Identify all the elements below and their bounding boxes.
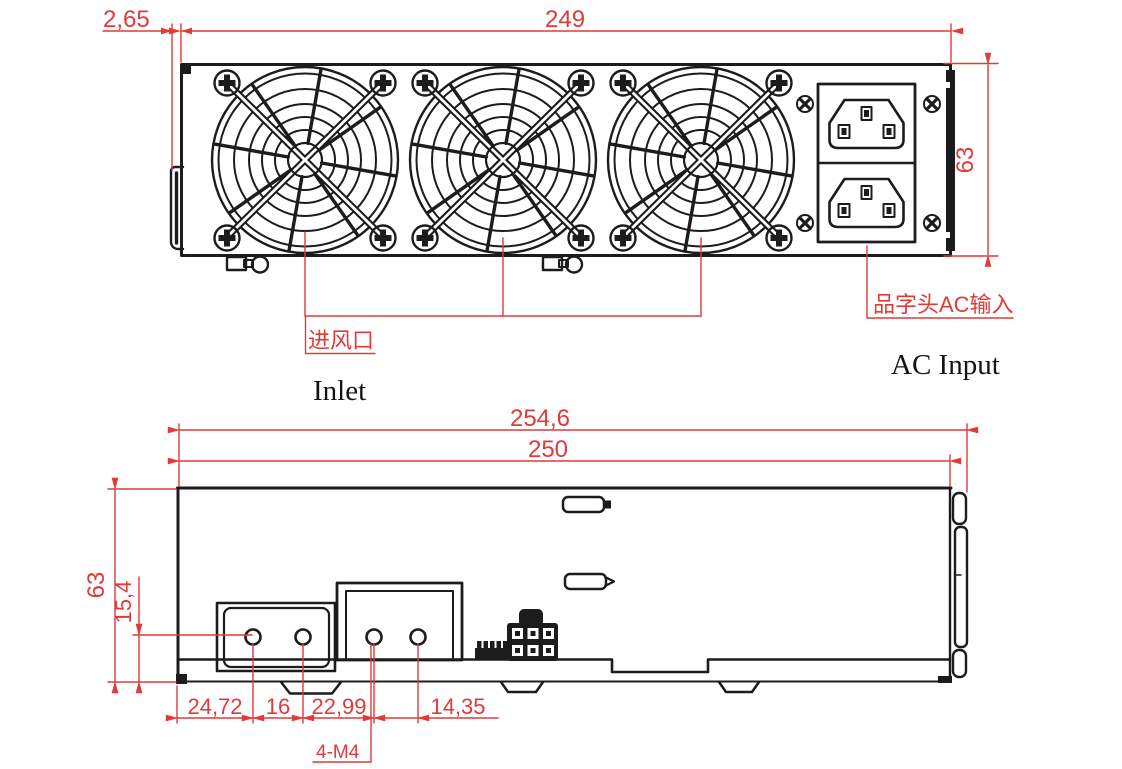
mounting-hook <box>543 257 582 273</box>
dim-text-body-width: 250 <box>528 436 568 463</box>
ac-inlet-module <box>795 84 942 242</box>
thread-callout: 4-M4 <box>313 644 371 763</box>
six-pin-connector <box>507 609 558 661</box>
mounting-hook <box>227 257 268 273</box>
screw-icon <box>609 69 637 97</box>
dim-text-hole-3: 22,99 <box>311 694 366 719</box>
m4-hole <box>296 630 311 645</box>
screw-icon <box>411 224 439 252</box>
rear-edge-bar <box>953 493 967 677</box>
dimension-top-width: 2,65 249 <box>103 6 964 170</box>
screw-icon <box>765 69 793 97</box>
bottom-tab <box>281 682 341 694</box>
iec-c14-connector <box>828 177 905 229</box>
ac-input-leader <box>867 246 1013 318</box>
dimension-body-width: 250 <box>167 436 962 486</box>
m4-hole <box>367 630 382 645</box>
screw-icon <box>567 224 595 252</box>
rivet-stud <box>563 497 611 512</box>
corner-mark <box>183 66 191 74</box>
dim-text-offset: 2,65 <box>103 6 150 33</box>
terminal-block-middle <box>337 583 462 660</box>
dim-text-width: 249 <box>545 6 585 33</box>
m4-hole <box>246 630 261 645</box>
screw-icon <box>213 224 241 252</box>
screw-icon <box>213 69 241 97</box>
screw-icon <box>411 69 439 97</box>
dimension-side-height: 63 <box>83 477 176 694</box>
thread-label: 4-M4 <box>316 742 360 763</box>
small-screw-icon <box>922 94 942 114</box>
left-bracket <box>171 167 183 249</box>
small-screw-icon <box>795 213 815 233</box>
dimension-overall-width: 254,6 <box>167 405 979 492</box>
rivet-stud <box>565 574 614 589</box>
screw-icon <box>369 224 397 252</box>
top-view-rear-panel: 2,65 249 63 进风口 Inlet 品字头AC输入 AC Input <box>103 6 1014 407</box>
dim-text-overall-width: 254,6 <box>510 405 570 432</box>
dimension-top-height: 63 <box>944 52 998 267</box>
iec-c14-connector <box>828 98 905 150</box>
m4-hole <box>411 630 426 645</box>
small-screw-icon <box>922 213 942 233</box>
fan-guard <box>608 67 794 253</box>
small-screw-icon <box>795 94 815 114</box>
terminal-strip <box>475 641 508 660</box>
screw-icon <box>369 69 397 97</box>
inlet-label-en: Inlet <box>313 375 366 407</box>
bottom-tab <box>501 682 543 692</box>
ac-input-label-en: AC Input <box>891 349 1000 381</box>
dim-text-hole-4: 14,35 <box>430 694 485 719</box>
fan-guard <box>212 67 398 253</box>
dim-text-hole-2: 16 <box>266 694 290 719</box>
inlet-leader <box>305 232 701 354</box>
dim-text-hole-offset-y: 15,4 <box>111 581 136 624</box>
fan-guard <box>410 67 596 253</box>
chassis-right-edge <box>946 70 955 251</box>
dim-text-hole-1: 24,72 <box>187 694 242 719</box>
dim-text-side-height: 63 <box>83 572 110 599</box>
dimension-hole-spacing: 24,72 16 22,99 14,35 <box>165 644 498 723</box>
dim-text-height: 63 <box>952 147 979 174</box>
screw-icon <box>567 69 595 97</box>
ac-input-label-cn: 品字头AC输入 <box>873 292 1014 317</box>
bottom-tab <box>719 682 759 692</box>
screw-icon <box>765 224 793 252</box>
side-chassis-outline <box>176 488 952 684</box>
inlet-label-cn: 进风口 <box>308 328 374 353</box>
bottom-view-side: 254,6 250 63 15,4 <box>83 405 979 763</box>
dimension-hole-offset-y: 15,4 <box>111 577 252 694</box>
screw-icon <box>609 224 637 252</box>
